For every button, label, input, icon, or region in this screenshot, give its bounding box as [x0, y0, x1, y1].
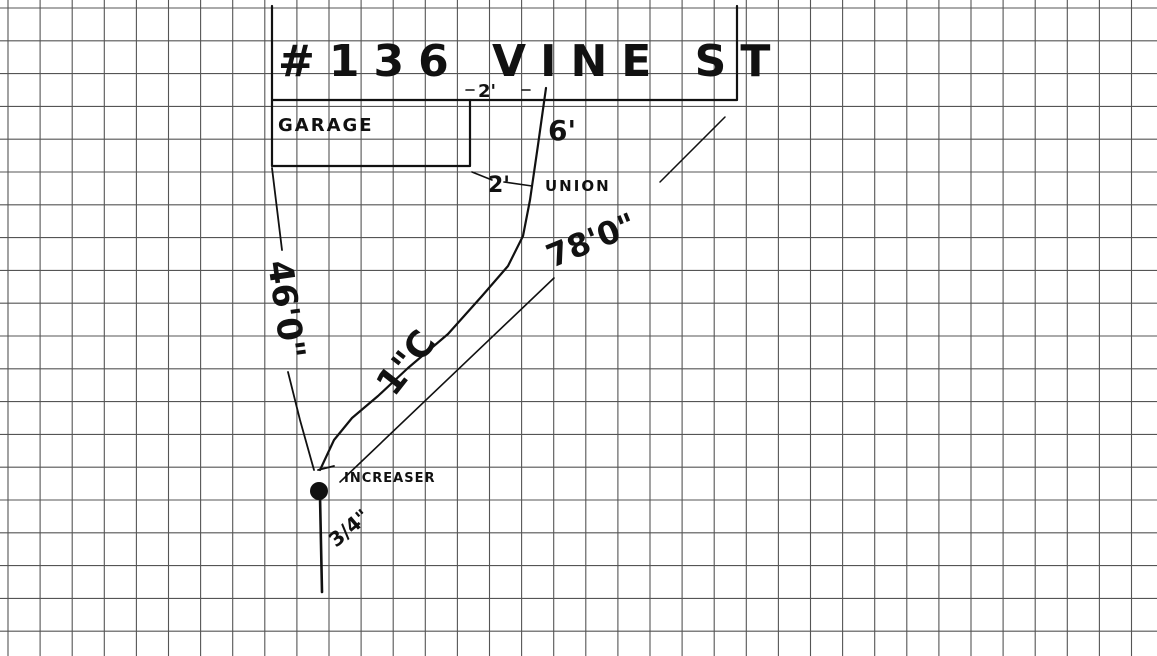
- offset-dimension-label: 2': [488, 173, 510, 198]
- increaser-tick: [317, 465, 335, 471]
- main-line: [318, 494, 324, 594]
- property-line: [659, 116, 726, 183]
- building-outline: [270, 4, 739, 168]
- garage-label: GARAGE: [278, 115, 374, 136]
- increaser-label: INCREASER: [344, 471, 435, 486]
- union-label: UNION: [545, 177, 611, 195]
- left-measure-line: [271, 167, 315, 471]
- service-line: [318, 86, 548, 472]
- offset-line: [471, 171, 533, 187]
- service-dimension-label: 6': [548, 114, 576, 147]
- address-label: #136 VINE ST: [278, 36, 784, 87]
- diagonal-measure-line: [339, 277, 555, 483]
- main-connection-dot: [310, 482, 328, 500]
- top-dimension-label: 2': [478, 81, 496, 102]
